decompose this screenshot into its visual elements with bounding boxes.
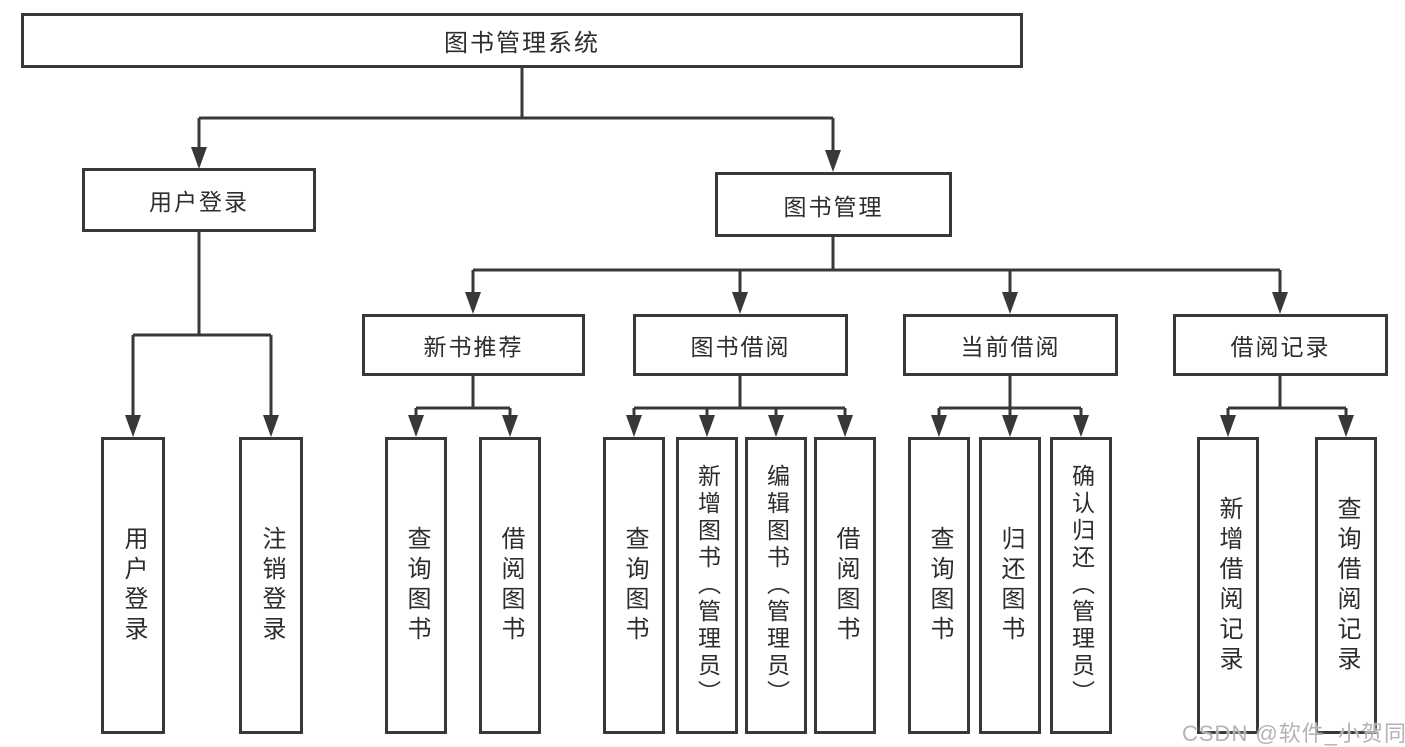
leaf-records-query-record: 查询借阅记录 — [1315, 437, 1377, 734]
node-current-borrow: 当前借阅 — [903, 314, 1118, 376]
leaf-current-return-books: 归还图书 — [979, 437, 1041, 734]
leaf-borrow-borrow-books: 借阅图书 — [814, 437, 876, 734]
watermark-text: CSDN @软件_小贺同学 — [1182, 721, 1405, 746]
leaf-records-add-record: 新增借阅记录 — [1197, 437, 1259, 734]
node-book-management: 图书管理 — [715, 172, 952, 237]
node-borrow-records: 借阅记录 — [1173, 314, 1388, 376]
node-root-library-system: 图书管理系统 — [21, 13, 1023, 68]
leaf-current-query-books: 查询图书 — [908, 437, 970, 734]
node-new-book-recommend: 新书推荐 — [362, 314, 585, 376]
leaf-borrow-query-books: 查询图书 — [603, 437, 665, 734]
node-book-borrow: 图书借阅 — [633, 314, 848, 376]
leaf-logout: 注销登录 — [239, 437, 303, 734]
leaf-user-login: 用户登录 — [101, 437, 165, 734]
leaf-recommend-query-books: 查询图书 — [385, 437, 447, 734]
leaf-borrow-edit-books-admin: 编辑图书（管理员） — [745, 437, 807, 734]
leaf-current-confirm-return-admin: 确认归还（管理员） — [1050, 437, 1112, 734]
leaf-recommend-borrow-books: 借阅图书 — [479, 437, 541, 734]
connector-elbows — [131, 68, 1348, 417]
arrowheads — [125, 147, 1354, 437]
leaf-borrow-add-books-admin: 新增图书（管理员） — [676, 437, 738, 734]
node-user-login: 用户登录 — [82, 168, 316, 232]
